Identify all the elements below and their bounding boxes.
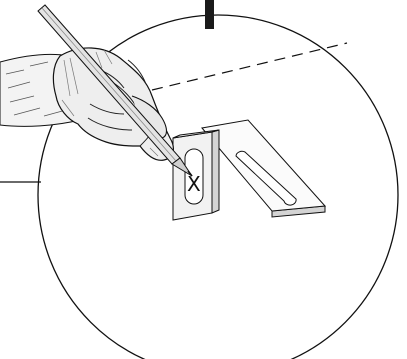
l-bracket: X — [173, 120, 325, 220]
reference-marker — [205, 0, 214, 29]
drill-mark-label: X — [187, 172, 201, 196]
bracket-flange-top — [202, 120, 325, 211]
bracket-plate-edge — [212, 130, 219, 213]
dashed-level-line — [152, 43, 347, 90]
